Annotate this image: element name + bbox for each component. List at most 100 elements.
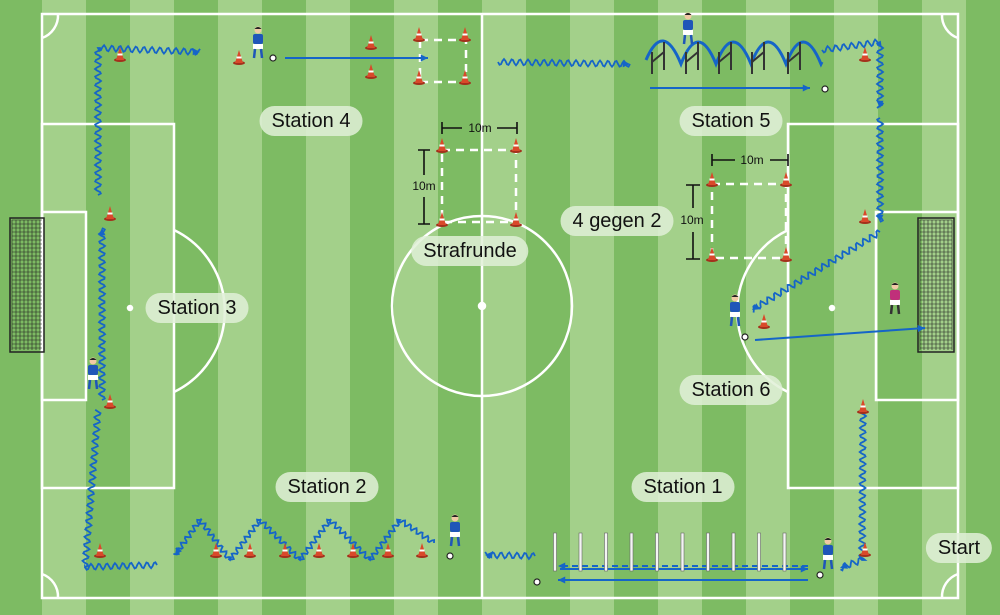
corner-arc-br: [940, 572, 959, 599]
player-shirt: [253, 34, 263, 44]
slalom-poles: [553, 532, 787, 572]
player-shirt: [450, 522, 460, 532]
player-hair: [891, 283, 899, 285]
cones: [94, 27, 871, 558]
four-vs-two-width-bar: [711, 154, 789, 166]
cone-stripe: [783, 178, 789, 181]
grass-stripe: [526, 0, 570, 615]
station-5-label: Station 5: [679, 106, 783, 136]
grass-stripe: [262, 0, 306, 615]
hurdle: [718, 42, 732, 74]
slalom-pole: [731, 532, 736, 572]
cone: [780, 172, 792, 187]
arrow-head: [420, 54, 428, 62]
player-hair: [451, 515, 459, 517]
cone: [859, 209, 871, 224]
cone-stripe: [513, 218, 519, 221]
player-shirt: [890, 290, 900, 300]
strafrunde-label: Strafrunde: [411, 236, 529, 266]
cone-stripe: [385, 549, 391, 552]
hurdle: [685, 42, 699, 74]
player-legs: [889, 304, 901, 315]
player-station-6: [729, 294, 741, 327]
cone: [706, 247, 718, 262]
cone: [859, 47, 871, 62]
arrow-head: [800, 565, 808, 573]
cone: [857, 399, 869, 414]
cone-stripe: [462, 33, 468, 36]
cone-stripe: [862, 215, 868, 218]
cone: [104, 394, 116, 409]
cone: [416, 543, 428, 558]
cone-stripe: [107, 212, 113, 215]
grass-stripe: [438, 0, 482, 615]
arrow-head: [558, 576, 566, 584]
cone-stripe: [107, 400, 113, 403]
cone: [313, 543, 325, 558]
player-legs: [682, 34, 694, 45]
right-penalty-spot: [828, 304, 836, 312]
right-goal-area: [874, 210, 960, 402]
station-6-label: Station 6: [679, 375, 783, 405]
grass-stripe: [658, 0, 702, 615]
cone: [510, 138, 522, 153]
player-station-4: [252, 26, 264, 59]
player-legs: [87, 379, 99, 390]
player-shorts: [683, 30, 693, 35]
arrow-head: [802, 84, 810, 92]
cone-stripe: [709, 253, 715, 256]
cone-stripe: [783, 253, 789, 256]
wavy-run-path: [81, 409, 158, 571]
strafrunde-width-label: 10m: [468, 121, 492, 135]
player-legs: [822, 559, 834, 570]
player-hair: [731, 295, 739, 297]
wavy-run-path: [752, 229, 881, 313]
cone-stripe: [117, 53, 123, 56]
hurdle: [751, 42, 765, 74]
grass-stripe: [834, 0, 878, 615]
cone: [114, 47, 126, 62]
cone: [365, 35, 377, 50]
slalom-pole: [604, 532, 608, 572]
arrow-head: [485, 551, 493, 559]
four-vs-two-height-bar: [686, 184, 700, 260]
cone: [94, 543, 106, 558]
grass-stripe: [350, 0, 394, 615]
ball: [446, 552, 454, 560]
arrow-head: [752, 303, 760, 310]
cone-stripe: [282, 549, 288, 552]
wavy-run-path: [93, 43, 201, 196]
wavy-run-path: [840, 409, 868, 572]
left-goal: [9, 217, 45, 353]
cone: [758, 314, 770, 329]
cone-stripe: [439, 218, 445, 221]
slalom-pole: [680, 532, 685, 572]
cone-stripe: [419, 549, 425, 552]
cone-stripe: [236, 56, 242, 59]
player-station-1: [822, 537, 834, 570]
player-station-5: [682, 12, 694, 45]
cone-stripe: [439, 144, 445, 147]
slalom-pole: [553, 532, 557, 572]
center-circle: [390, 214, 574, 398]
strafrunde-height-bar: [418, 149, 430, 225]
ball: [269, 54, 277, 62]
player-shirt: [730, 302, 740, 312]
cone: [780, 247, 792, 262]
cone: [244, 543, 256, 558]
arrow-head: [917, 325, 925, 332]
corner-arc-tr: [940, 13, 959, 40]
player-shorts: [88, 375, 98, 380]
grass-stripe: [570, 0, 614, 615]
cone-stripe: [862, 548, 868, 551]
grass-stripe: [0, 0, 42, 615]
player-shorts: [450, 532, 460, 537]
cone-stripe: [709, 178, 715, 181]
player-legs: [449, 536, 461, 547]
cone: [436, 212, 448, 227]
start-label: Start: [925, 533, 993, 563]
grass-stripe: [482, 0, 526, 615]
grass-stripe: [966, 0, 1000, 615]
arrow-head: [876, 214, 884, 222]
cone: [233, 50, 245, 65]
